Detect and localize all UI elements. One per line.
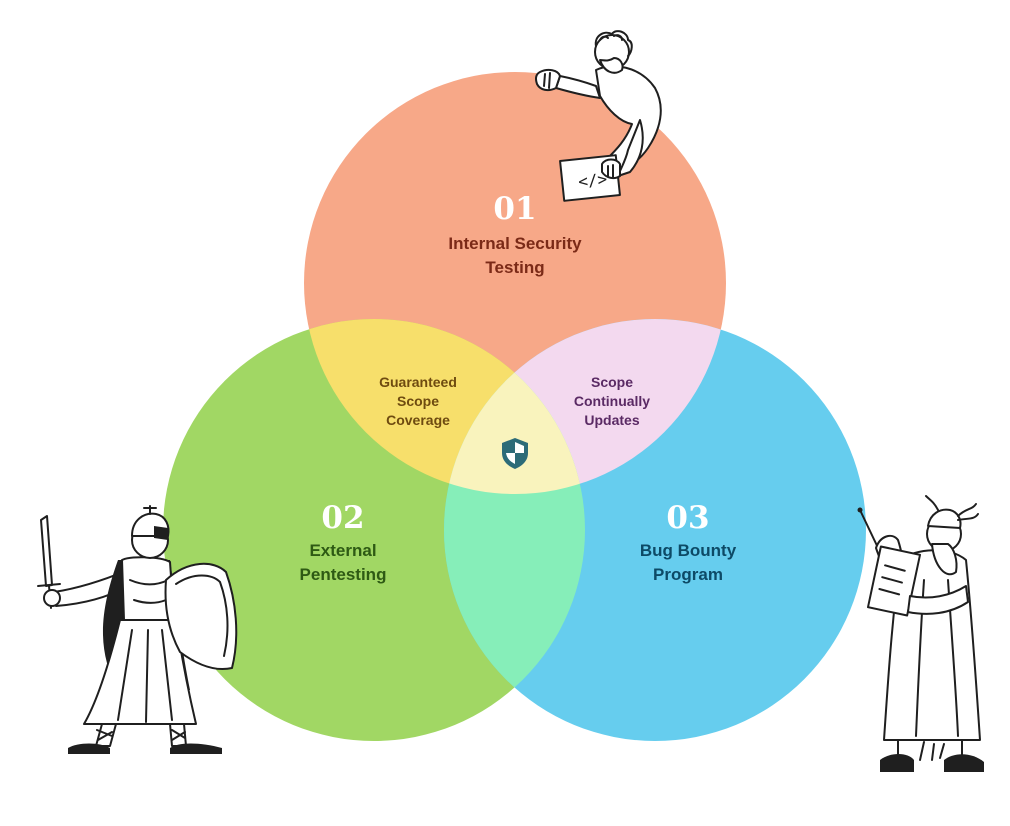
circle-internal-number: 01 xyxy=(493,191,536,227)
overlap-center xyxy=(444,319,585,494)
wizard-with-wand-and-clipboard-illustration xyxy=(857,495,984,772)
scholar-with-code-sign-illustration: </> xyxy=(535,30,662,202)
overlap-ib-line2: Continually xyxy=(574,393,650,409)
warrior-with-sword-and-shield-illustration xyxy=(37,505,238,754)
overlap-ie-line1: Guaranteed xyxy=(379,374,457,390)
circle-bounty-label-line2: Program xyxy=(653,565,723,584)
circle-external-label-line2: Pentesting xyxy=(300,565,387,584)
circle-internal-label-line2: Testing xyxy=(485,258,544,277)
shield-icon xyxy=(502,438,528,469)
circle-external-label-line1: External xyxy=(309,541,376,560)
circle-external-number: 02 xyxy=(321,500,364,536)
circle-bounty-number: 03 xyxy=(666,500,709,536)
circle-bounty-label-line1: Bug Bounty xyxy=(640,541,737,560)
overlap-ib-line1: Scope xyxy=(591,374,633,390)
overlap-ib-line3: Updates xyxy=(584,412,639,428)
svg-text:</>: </> xyxy=(577,169,608,191)
overlap-ie-line2: Scope xyxy=(397,393,439,409)
circle-internal-label-line1: Internal Security xyxy=(448,234,582,253)
overlap-ie-line3: Coverage xyxy=(386,412,450,428)
